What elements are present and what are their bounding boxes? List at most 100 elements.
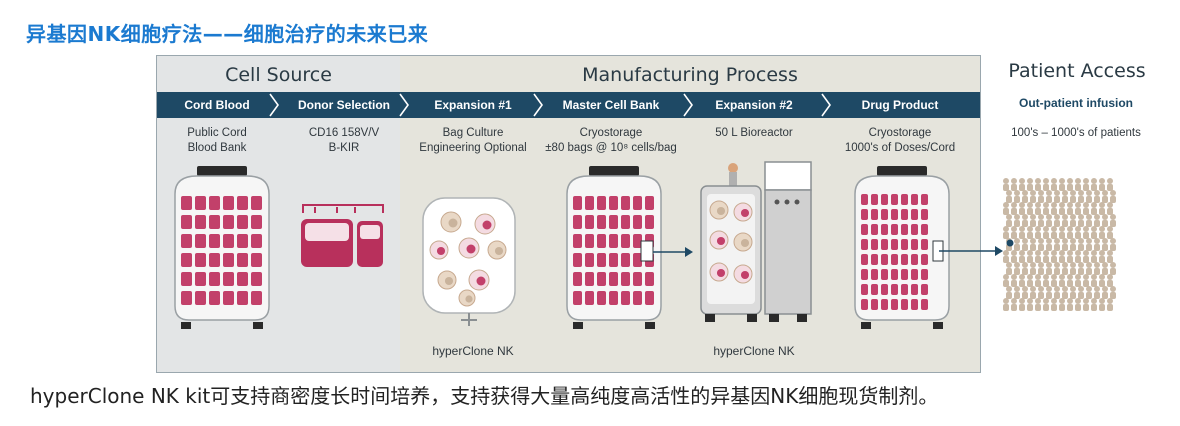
vial bbox=[861, 254, 868, 265]
vial bbox=[871, 239, 878, 250]
blood-bag-icon bbox=[301, 204, 384, 267]
cell-nucleus bbox=[448, 218, 458, 228]
vial bbox=[921, 269, 928, 280]
vial bbox=[633, 272, 642, 286]
patient-head bbox=[1051, 250, 1057, 256]
transfer-arrow bbox=[653, 247, 693, 257]
patient-body bbox=[1099, 232, 1105, 239]
step-master-cell-bank: Master Cell Bank bbox=[562, 98, 660, 112]
patient-body bbox=[1027, 184, 1033, 191]
patient-head bbox=[1107, 298, 1113, 304]
patient-head bbox=[1043, 250, 1049, 256]
patient-body bbox=[1075, 232, 1081, 239]
vial bbox=[881, 224, 888, 235]
patient-body bbox=[1099, 280, 1105, 287]
patient-head bbox=[1003, 298, 1009, 304]
patient-body bbox=[1075, 208, 1081, 215]
patient-head bbox=[1094, 262, 1100, 268]
patient-body bbox=[1022, 220, 1028, 227]
vial bbox=[921, 284, 928, 295]
patient-head bbox=[1043, 298, 1049, 304]
patient-head bbox=[1102, 190, 1108, 196]
vial bbox=[597, 215, 606, 229]
patient-body bbox=[1067, 280, 1073, 287]
vial bbox=[633, 196, 642, 210]
patient-head bbox=[1075, 202, 1081, 208]
vial bbox=[597, 253, 606, 267]
vial bbox=[881, 254, 888, 265]
patient-body bbox=[1067, 304, 1073, 311]
vial bbox=[573, 196, 582, 210]
cord-blood-detail: Public Cord Blood Bank bbox=[157, 126, 277, 156]
patient-body bbox=[1054, 268, 1060, 275]
vial bbox=[911, 224, 918, 235]
patient-body bbox=[1019, 280, 1025, 287]
patient-body bbox=[1059, 280, 1065, 287]
patient-head bbox=[1019, 202, 1025, 208]
step-drug-product: Drug Product bbox=[861, 98, 939, 112]
patient-head bbox=[1075, 226, 1081, 232]
detail-line: Public Cord bbox=[187, 127, 247, 139]
patient-head bbox=[1107, 202, 1113, 208]
patient-head bbox=[1086, 214, 1092, 220]
vial bbox=[645, 272, 654, 286]
patient-body bbox=[1086, 268, 1092, 275]
patient-head bbox=[1051, 274, 1057, 280]
vial bbox=[573, 272, 582, 286]
patient-body bbox=[1022, 268, 1028, 275]
process-diagram: Cell Source Manufacturing Process Cord B… bbox=[156, 55, 981, 373]
patient-head bbox=[1083, 274, 1089, 280]
patient-body bbox=[1030, 220, 1036, 227]
patient-head bbox=[1035, 226, 1041, 232]
patient-body bbox=[1091, 304, 1097, 311]
vial bbox=[891, 209, 898, 220]
patient-body bbox=[1046, 292, 1052, 299]
vial bbox=[597, 234, 606, 248]
patient-body bbox=[1110, 268, 1116, 275]
vial bbox=[911, 269, 918, 280]
patient-body bbox=[1022, 196, 1028, 203]
patient-head bbox=[1070, 190, 1076, 196]
patient-head bbox=[1062, 286, 1068, 292]
patient-head bbox=[1078, 286, 1084, 292]
vial bbox=[911, 194, 918, 205]
patient-head bbox=[1035, 274, 1041, 280]
expansion-2-caption: hyperClone NK bbox=[713, 344, 795, 358]
vial bbox=[911, 299, 918, 310]
patient-head bbox=[1062, 214, 1068, 220]
patient-body bbox=[1054, 196, 1060, 203]
vial bbox=[609, 253, 618, 267]
patient-head bbox=[1030, 262, 1036, 268]
patient-head bbox=[1046, 190, 1052, 196]
patient-head bbox=[1110, 190, 1116, 196]
patient-body bbox=[1003, 256, 1009, 263]
patient-head bbox=[1003, 274, 1009, 280]
patient-body bbox=[1006, 292, 1012, 299]
vial bbox=[891, 224, 898, 235]
patient-head bbox=[1011, 250, 1017, 256]
patient-body bbox=[1107, 208, 1113, 215]
patient-head bbox=[1051, 298, 1057, 304]
patient-body bbox=[1107, 232, 1113, 239]
patient-body bbox=[1046, 244, 1052, 251]
cell-source-heading: Cell Source bbox=[225, 64, 332, 86]
cell-group bbox=[429, 211, 507, 307]
patient-body bbox=[1043, 208, 1049, 215]
patient-head bbox=[1091, 250, 1097, 256]
vial bbox=[645, 291, 654, 305]
arrow-chevrons bbox=[269, 93, 831, 117]
patient-body bbox=[1078, 196, 1084, 203]
patient-body bbox=[1091, 280, 1097, 287]
patient-head bbox=[1086, 238, 1092, 244]
patient-head bbox=[1067, 226, 1073, 232]
vial bbox=[181, 215, 192, 229]
patient-head bbox=[1046, 238, 1052, 244]
vial bbox=[921, 209, 928, 220]
vial bbox=[195, 234, 206, 248]
drug-product-detail: Cryostorage 1000's of Doses/Cord bbox=[825, 126, 975, 156]
vial bbox=[609, 234, 618, 248]
patient-body bbox=[1094, 292, 1100, 299]
patient-body bbox=[1035, 232, 1041, 239]
patient-body bbox=[1078, 268, 1084, 275]
patient-body bbox=[1110, 220, 1116, 227]
